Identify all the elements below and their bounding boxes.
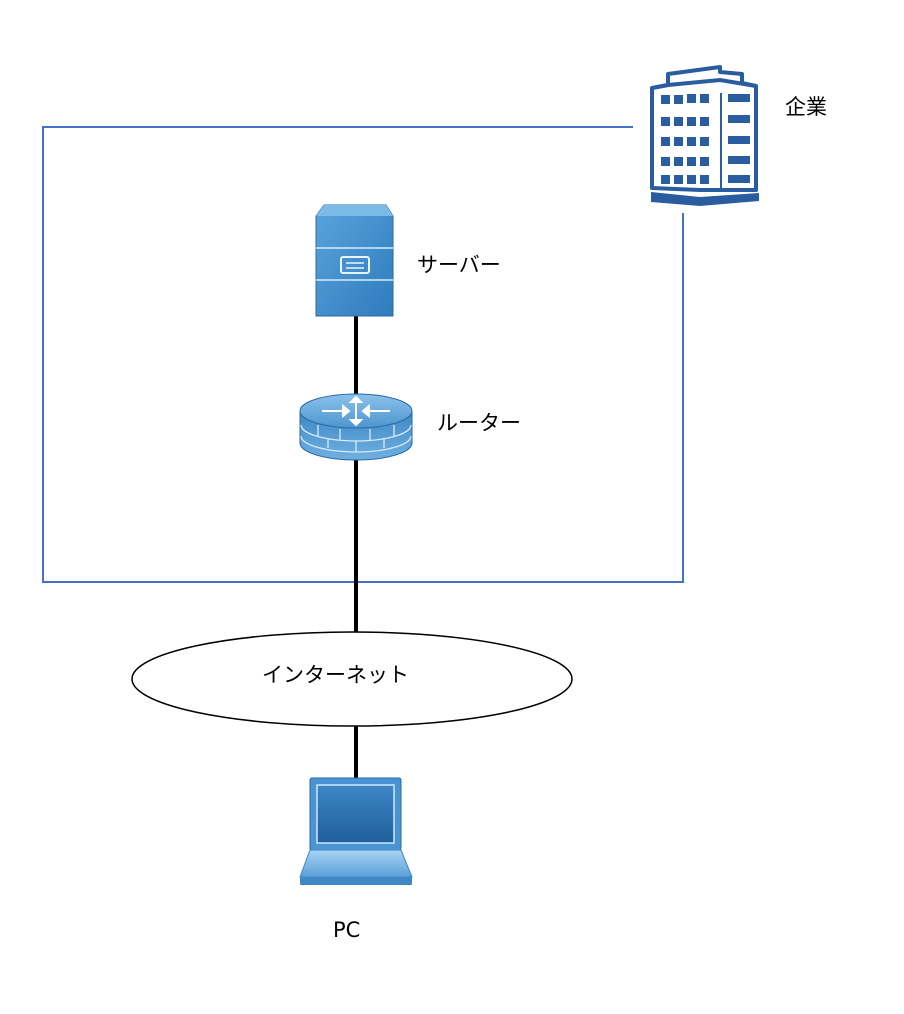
internet-cloud <box>131 631 573 727</box>
enterprise-boundary <box>42 126 684 583</box>
server-label: サーバー <box>417 253 501 277</box>
enterprise-label: 企業 <box>785 95 827 119</box>
office-building-icon <box>650 65 759 206</box>
laptop-icon <box>299 777 413 885</box>
server-icon <box>315 204 394 317</box>
internet-label: インターネット <box>262 663 409 687</box>
router-label: ルーター <box>437 411 521 435</box>
pc-label: PC <box>333 918 361 942</box>
firewall-router-icon <box>299 393 413 461</box>
